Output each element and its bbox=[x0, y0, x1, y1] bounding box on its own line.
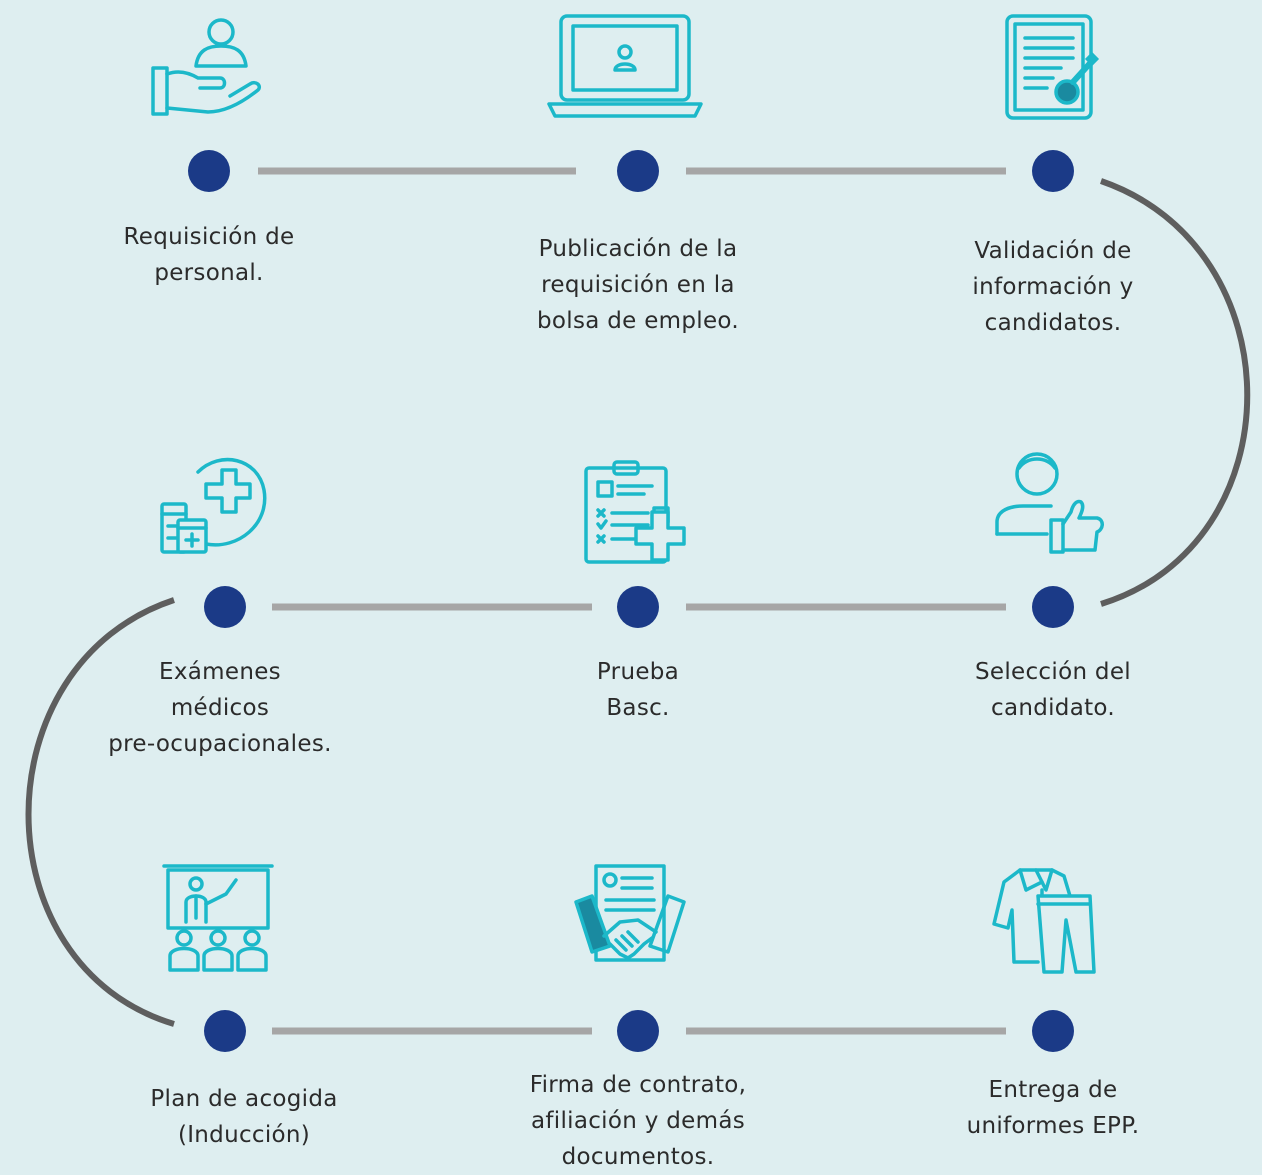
hand-holding-person-icon bbox=[151, 18, 262, 116]
step-node bbox=[204, 1010, 246, 1052]
training-presentation-icon bbox=[162, 864, 274, 972]
uniform-clothes-icon bbox=[992, 868, 1096, 974]
handshake-contract-icon bbox=[574, 864, 686, 962]
laptop-profile-icon bbox=[547, 14, 703, 118]
step-node bbox=[617, 150, 659, 192]
step-node bbox=[1032, 1010, 1074, 1052]
step-node bbox=[1032, 586, 1074, 628]
turn-curve-left bbox=[25, 597, 175, 1027]
clipboard-medical-icon bbox=[584, 460, 686, 564]
turn-curve-right bbox=[1100, 178, 1251, 607]
document-stamp-icon bbox=[1005, 14, 1100, 120]
step-node bbox=[188, 150, 230, 192]
medical-exam-cross-icon bbox=[160, 457, 267, 554]
step-node bbox=[1032, 150, 1074, 192]
step-node bbox=[204, 586, 246, 628]
step-node bbox=[617, 1010, 659, 1052]
step-node bbox=[617, 586, 659, 628]
person-thumbs-up-icon bbox=[995, 452, 1104, 554]
step-label-plan-acogida: Plan de acogida(Inducción) bbox=[150, 1086, 338, 1148]
